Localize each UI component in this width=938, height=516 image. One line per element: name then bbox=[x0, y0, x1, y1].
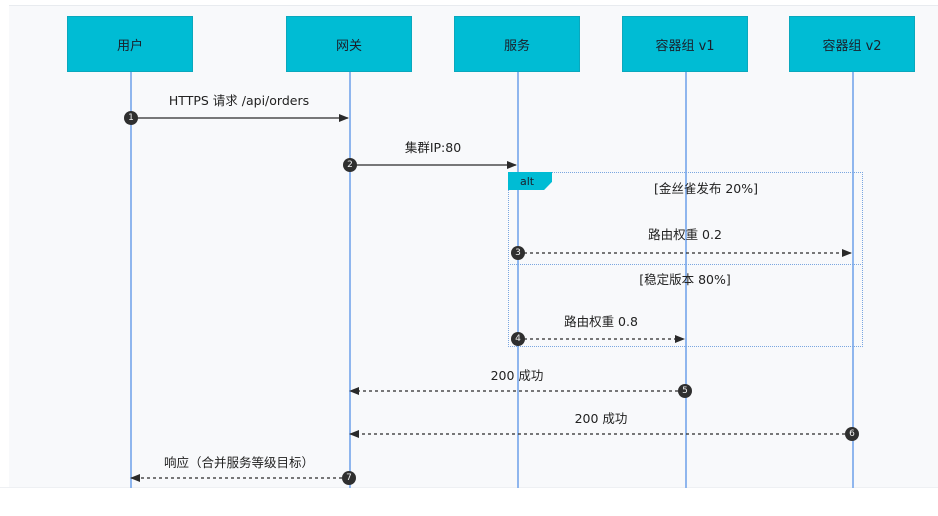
sequence-number-7: 7 bbox=[342, 471, 356, 485]
message-6-label: 200 成功 bbox=[574, 411, 628, 426]
lifeline-gateway bbox=[349, 72, 351, 488]
message-7-label: 响应（合并服务等级目标） bbox=[163, 455, 315, 470]
alt-condition-stable: [稳定版本 80%] bbox=[639, 272, 731, 287]
message-4-label: 路由权重 0.8 bbox=[564, 314, 638, 329]
lifeline-user bbox=[130, 72, 132, 488]
participant-service: 服务 bbox=[454, 16, 580, 72]
sequence-number-4: 4 bbox=[511, 332, 525, 346]
message-3-label: 路由权重 0.2 bbox=[648, 227, 722, 242]
alt-fragment-divider bbox=[508, 264, 863, 265]
alt-fragment-tag: alt bbox=[508, 172, 552, 190]
lifeline-service bbox=[517, 72, 519, 488]
participant-pod-v1: 容器组 v1 bbox=[622, 16, 748, 72]
sequence-number-2: 2 bbox=[343, 158, 357, 172]
canvas-divider bbox=[0, 487, 938, 488]
participant-gateway: 网关 bbox=[286, 16, 412, 72]
message-1-label: HTTPS 请求 /api/orders bbox=[168, 93, 310, 108]
lifeline-pod-v1 bbox=[685, 72, 687, 488]
sequence-number-6: 6 bbox=[845, 427, 859, 441]
sequence-number-1: 1 bbox=[124, 111, 138, 125]
message-5-label: 200 成功 bbox=[490, 368, 544, 383]
sequence-number-3: 3 bbox=[511, 246, 525, 260]
message-2-label: 集群IP:80 bbox=[404, 140, 462, 155]
lifeline-pod-v2 bbox=[852, 72, 854, 488]
participant-user: 用户 bbox=[67, 16, 193, 72]
alt-fragment-frame bbox=[508, 172, 863, 347]
participant-pod-v2: 容器组 v2 bbox=[789, 16, 915, 72]
diagram-canvas bbox=[9, 5, 938, 488]
sequence-number-5: 5 bbox=[678, 384, 692, 398]
alt-condition-canary: [金丝雀发布 20%] bbox=[653, 181, 759, 196]
